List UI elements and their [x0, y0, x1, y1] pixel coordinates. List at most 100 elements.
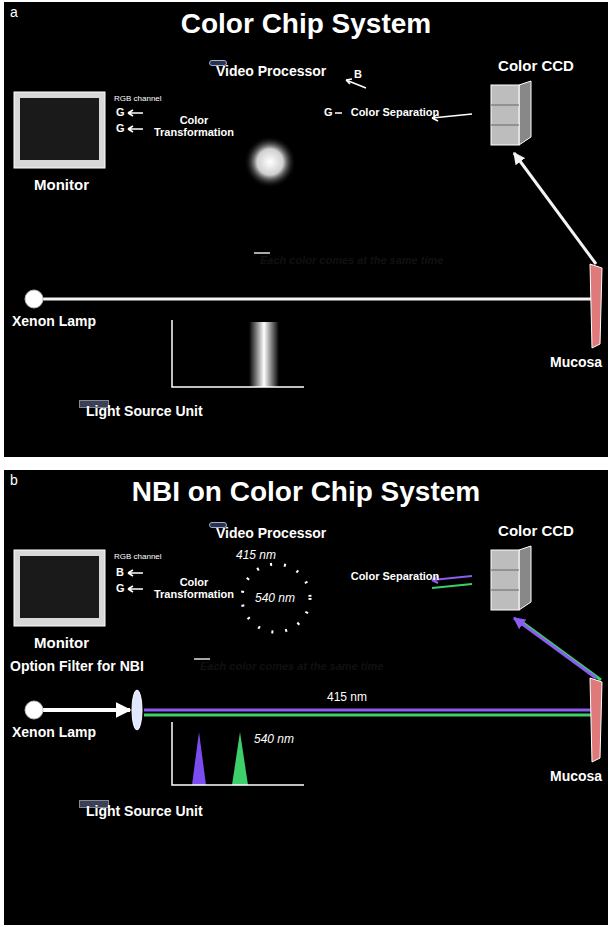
mucosa-symbol	[550, 264, 612, 352]
mucosa-tissue: Mucosa	[550, 264, 612, 376]
xenon-lamp: Xenon Lamp	[12, 287, 112, 333]
node-text: Xenon Lamp	[12, 313, 96, 329]
node-text: Xenon Lamp	[12, 724, 96, 740]
node-text: Monitor	[12, 634, 111, 651]
lamp-symbol	[12, 287, 112, 311]
mucosa-wedge	[590, 264, 602, 348]
xenon-lamp: Xenon Lamp	[12, 698, 112, 744]
node-text: Color CCD	[469, 57, 603, 74]
panel-title: NBI on Color Chip System	[4, 476, 608, 508]
stage-label: Color Separation	[349, 106, 441, 118]
ccd-symbol	[469, 81, 599, 151]
panel-ground	[4, 470, 608, 925]
light-path	[112, 708, 130, 712]
mucosa-tissue: Mucosa	[550, 678, 612, 790]
ccd-split	[491, 570, 519, 590]
figure-panel: aColor Chip SystemVideo ProcessorMonitor…	[4, 2, 608, 457]
monitor-screen: Monitor	[12, 548, 111, 660]
processor-label: Video Processor	[209, 522, 227, 528]
green-beam	[144, 714, 550, 717]
wavelength-ring	[242, 564, 310, 632]
node-text: Mucosa	[550, 354, 602, 370]
signal-arrow	[128, 586, 143, 592]
note-banner: Each color comes at the same time	[254, 252, 270, 254]
mucosa-wedge	[590, 678, 602, 762]
spectrum-graph	[172, 320, 304, 387]
light-beam	[42, 298, 112, 301]
signal-label: B	[354, 68, 362, 80]
light-beam	[550, 714, 594, 717]
light-beam	[550, 298, 594, 301]
spectrum-graph	[172, 320, 304, 387]
ccd-side	[519, 81, 531, 145]
node-text: Each color comes at the same time	[200, 660, 383, 672]
signal-label: G	[116, 122, 125, 134]
color-glow	[244, 136, 296, 188]
monitor-glass	[20, 98, 99, 160]
unit-label: Light Source Unit	[79, 800, 109, 808]
signal-label: RGB channel	[114, 552, 162, 561]
light-beam	[42, 708, 112, 712]
stage-label: Color Transformation	[148, 576, 240, 600]
signal-arrow	[128, 79, 472, 132]
signal-arrow	[335, 112, 342, 114]
signal-label: G	[324, 106, 333, 118]
monitor-symbol	[12, 548, 107, 628]
light-beam	[550, 709, 594, 712]
ccd-split	[491, 105, 519, 125]
light-path	[514, 618, 596, 678]
filter-symbol	[130, 688, 144, 732]
signal-label: 540 nm	[255, 591, 295, 605]
panel-ground	[4, 2, 608, 457]
signal-label: 540 nm	[254, 732, 294, 746]
panel-letter: a	[10, 4, 18, 20]
node-text: Each color comes at the same time	[260, 254, 443, 266]
node-text: Light Source Unit	[86, 803, 203, 819]
monitor-frame	[14, 92, 105, 168]
ccd-symbol	[469, 546, 599, 616]
light-path	[514, 153, 596, 264]
light-path	[144, 709, 550, 712]
spectrum-graph	[192, 732, 206, 785]
monitor-frame	[14, 550, 105, 626]
monitor-screen: Monitor	[12, 90, 111, 202]
mucosa-symbol	[550, 678, 612, 766]
filter-lens	[132, 690, 142, 730]
ccd-sensor: Color CCD	[469, 57, 603, 153]
signal-label: G	[116, 582, 125, 594]
note-banner: Each color comes at the same time	[194, 658, 210, 660]
panel-title: Color Chip System	[4, 8, 608, 40]
signal-arrow	[128, 126, 143, 132]
panel-ground	[4, 2, 608, 925]
signal-arrow	[128, 570, 143, 576]
signal-label: RGB channel	[114, 94, 162, 103]
unit-label: Light Source Unit	[79, 400, 109, 408]
node-text: Light Source Unit	[86, 403, 203, 419]
node-text: Monitor	[12, 176, 111, 193]
monitor-symbol	[12, 90, 107, 170]
ccd-face	[491, 550, 519, 610]
wavelength-label: 415 nm	[325, 690, 369, 704]
ccd-face	[491, 85, 519, 145]
signal-label: 415 nm	[236, 548, 276, 562]
processor-label: Video Processor	[209, 60, 227, 66]
color-glow	[244, 136, 296, 188]
signal-arrow	[128, 110, 143, 116]
spectrum-graph	[232, 732, 248, 785]
signal-arrow	[346, 79, 366, 88]
node-text: Video Processor	[216, 525, 326, 541]
lamp-bulb	[25, 290, 43, 308]
node-text: Color CCD	[469, 522, 603, 539]
figure-panel: bNBI on Color Chip SystemVideo Processor…	[4, 470, 608, 925]
ccd-side	[519, 546, 531, 610]
ccd-sensor: Color CCD	[469, 522, 603, 618]
wavelength-ring	[242, 564, 310, 632]
signal-arrow	[432, 584, 472, 588]
signal-label: B	[116, 566, 124, 578]
spectrum-graph	[172, 722, 304, 785]
monitor-glass	[20, 556, 99, 618]
lamp-symbol	[12, 698, 112, 722]
node-text: Option Filter for NBI	[10, 658, 144, 674]
